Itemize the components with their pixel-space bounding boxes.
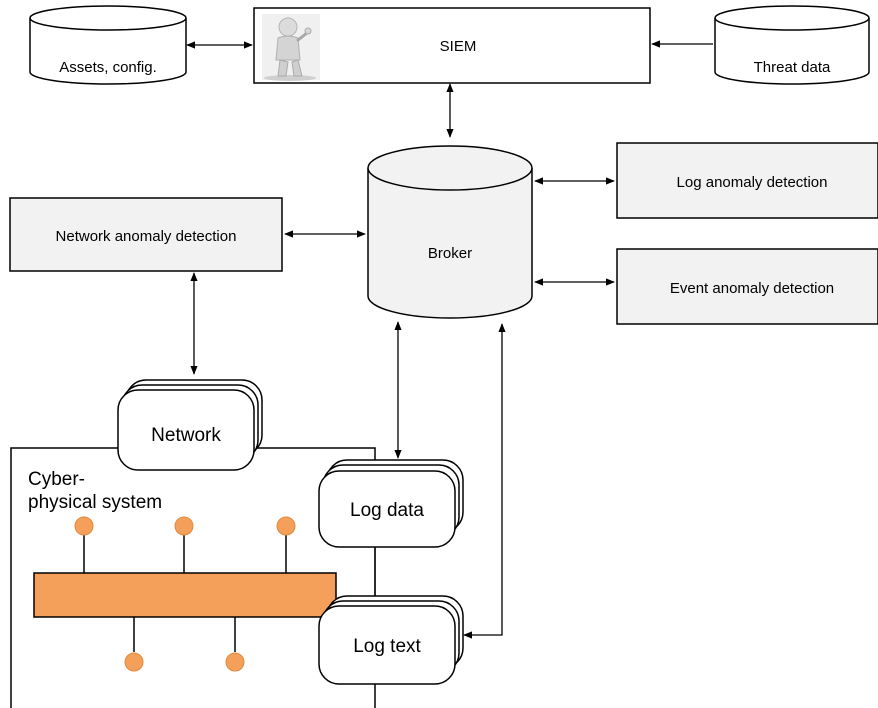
bus-node [74, 516, 94, 536]
cps-label-line2: physical system [28, 492, 162, 513]
log-anomaly-detection-box: Log anomaly detection [616, 142, 878, 219]
event-anomaly-detection-box: Event anomaly detection [616, 248, 878, 325]
network-label: Network [151, 425, 221, 446]
log-data-stack: Log data [318, 459, 464, 548]
log-text-label: Log text [353, 636, 421, 657]
log-data-label: Log data [350, 500, 424, 521]
threat-data-label: Threat data [754, 59, 831, 76]
bus-node [174, 516, 194, 536]
bus-node [124, 652, 144, 672]
broker-label: Broker [428, 245, 472, 262]
cps-bus [33, 516, 337, 672]
siem-label: SIEM [440, 38, 477, 55]
network-anomaly-label: Network anomaly detection [56, 228, 237, 245]
log-anomaly-label: Log anomaly detection [677, 174, 828, 191]
event-anomaly-label: Event anomaly detection [670, 280, 834, 297]
assets-config-label: Assets, config. [59, 59, 157, 76]
log-text-stack: Log text [318, 595, 464, 685]
connectors [186, 40, 713, 639]
threat-data-database: Threat data [714, 5, 870, 85]
siem-box: SIEM [253, 7, 651, 84]
person-figure-icon [262, 14, 320, 81]
bus-node [225, 652, 245, 672]
network-stack: Network [117, 379, 263, 471]
bus-node [276, 516, 296, 536]
assets-config-database: Assets, config. [29, 5, 187, 85]
network-anomaly-detection-box: Network anomaly detection [9, 197, 283, 272]
bus-bar [33, 572, 337, 618]
cps-label-line1: Cyber- [28, 469, 85, 490]
broker-database: Broker [367, 145, 533, 319]
